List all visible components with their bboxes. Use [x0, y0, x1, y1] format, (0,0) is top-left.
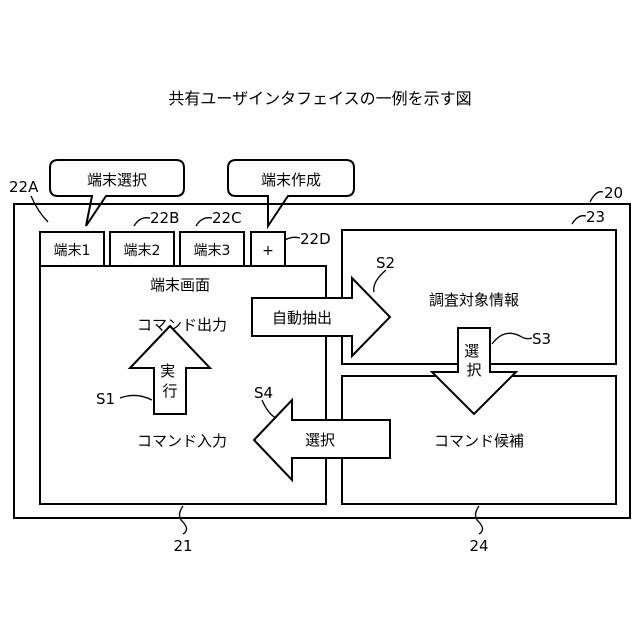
ref-23: 23 — [586, 208, 605, 226]
ref-24: 24 — [469, 537, 488, 555]
ref-20: 20 — [604, 184, 623, 202]
execute-label-char-2: 行 — [162, 382, 177, 400]
callout-select-terminal-label: 端末選択 — [87, 171, 147, 189]
leader-22B — [134, 218, 150, 226]
ref-22B: 22B — [150, 209, 179, 227]
outer-frame — [14, 204, 630, 518]
ref-21: 21 — [173, 537, 192, 555]
select-down-label-char-2: 択 — [466, 361, 481, 379]
tab-terminal-1-label: 端末1 — [54, 243, 91, 259]
figure-title: 共有ユーザインタフェイスの一例を示す図 — [168, 89, 471, 108]
select-down-label-char-1: 選 — [464, 342, 479, 360]
leader-22D — [285, 237, 300, 240]
leader-s1 — [120, 395, 152, 400]
ref-s1: S1 — [96, 390, 115, 408]
ref-s4: S4 — [254, 384, 273, 402]
investigation-title: 調査対象情報 — [429, 291, 519, 309]
execute-label-char-1: 実 — [160, 362, 175, 380]
leader-24 — [476, 506, 483, 534]
terminal-screen-title: 端末画面 — [150, 276, 210, 294]
auto-extract-label: 自動抽出 — [272, 309, 332, 327]
leader-22C — [196, 218, 212, 226]
leader-s4 — [262, 400, 276, 418]
tab-terminal-2-label: 端末2 — [124, 243, 161, 259]
command-candidates-title: コマンド候補 — [434, 432, 524, 450]
ref-22A: 22A — [9, 178, 39, 196]
leader-s2 — [374, 270, 386, 292]
leader-s3 — [492, 333, 532, 344]
callout-create-terminal-label: 端末作成 — [261, 171, 321, 189]
ref-22D: 22D — [300, 230, 331, 248]
command-input-label: コマンド入力 — [137, 432, 227, 450]
command-output-label: コマンド出力 — [137, 316, 227, 334]
tab-add-terminal-label: + — [262, 243, 274, 259]
leader-21 — [180, 506, 187, 534]
select-down-label: 選 択 — [464, 342, 484, 379]
ref-s3: S3 — [532, 330, 551, 348]
leader-22A — [31, 196, 48, 222]
callout-create-terminal-bubble — [228, 160, 354, 226]
leader-20 — [590, 192, 603, 202]
select-left-label: 選択 — [305, 431, 335, 449]
ref-s2: S2 — [376, 254, 395, 272]
leader-23 — [572, 216, 586, 224]
ref-22C: 22C — [212, 209, 242, 227]
tab-terminal-3-label: 端末3 — [194, 243, 231, 259]
